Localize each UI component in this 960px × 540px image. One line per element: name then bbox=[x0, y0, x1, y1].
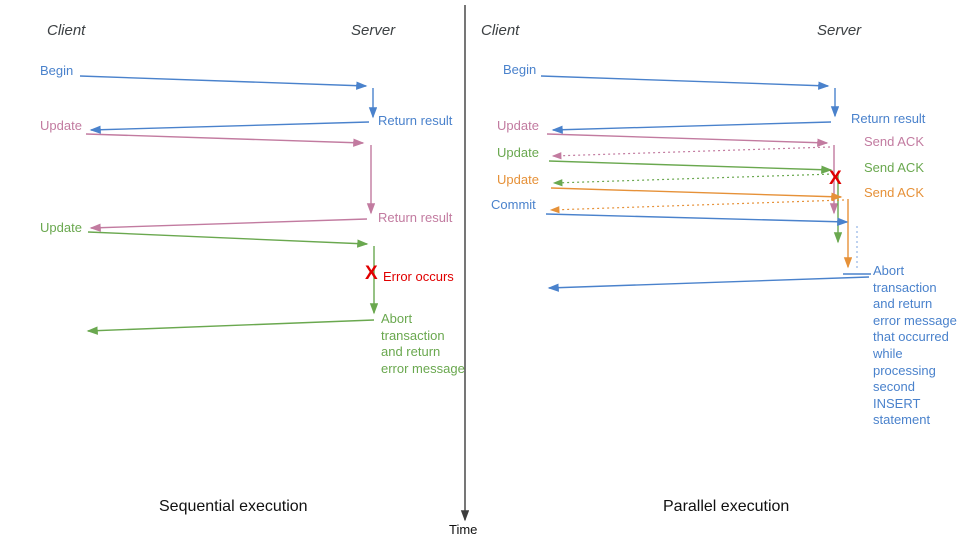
left-update-1-label: Update bbox=[40, 118, 82, 133]
right-server-header: Server bbox=[817, 22, 862, 39]
left-abort-return-arrow bbox=[86, 319, 375, 335]
right-return-result-label: Return result bbox=[851, 111, 926, 126]
left-abort-text: Abort transaction and return error messa… bbox=[381, 311, 465, 376]
right-commit-request-arrow bbox=[545, 213, 849, 226]
left-update1-return-arrow bbox=[89, 218, 368, 232]
right-abort-return-arrow bbox=[547, 276, 870, 292]
left-begin-label: Begin bbox=[40, 63, 74, 78]
right-commit-label: Commit bbox=[491, 197, 536, 212]
right-send-ack-3-label: Send ACK bbox=[864, 185, 924, 200]
right-begin-label: Begin bbox=[503, 62, 537, 77]
right-update1-request-arrow bbox=[546, 133, 829, 147]
left-update-2-label: Update bbox=[40, 220, 82, 235]
right-caption: Parallel execution bbox=[663, 498, 790, 515]
left-begin-request-arrow bbox=[79, 75, 368, 90]
left-client-header: Client bbox=[47, 22, 86, 39]
left-update1-request-arrow bbox=[85, 133, 365, 147]
right-abort-text: Abort transaction and return error messa… bbox=[873, 263, 957, 428]
right-begin-request-arrow bbox=[540, 75, 830, 90]
left-return-result-2-label: Return result bbox=[378, 210, 453, 225]
right-update2-request-arrow bbox=[548, 160, 833, 174]
left-caption: Sequential execution bbox=[159, 498, 308, 515]
right-update-1-label: Update bbox=[497, 118, 539, 133]
right-ack3-dashed-arrow bbox=[549, 199, 845, 214]
right-ack2-dashed-arrow bbox=[552, 173, 835, 187]
right-update-3-label: Update bbox=[497, 172, 539, 187]
right-send-ack-2-label: Send ACK bbox=[864, 160, 924, 175]
left-update2-request-arrow bbox=[87, 231, 369, 248]
right-update3-request-arrow bbox=[550, 187, 843, 201]
right-send-ack-1-label: Send ACK bbox=[864, 134, 924, 149]
right-ack1-dashed-arrow bbox=[551, 146, 831, 160]
right-error-x-icon: X bbox=[829, 168, 842, 189]
left-error-occurs-label: Error occurs bbox=[383, 269, 454, 284]
right-client-header: Client bbox=[481, 22, 520, 39]
left-server-header: Server bbox=[351, 22, 396, 39]
right-update-2-label: Update bbox=[497, 145, 539, 160]
time-axis-label: Time bbox=[449, 522, 478, 537]
left-error-x-icon: X bbox=[365, 263, 378, 284]
left-return-result-1-label: Return result bbox=[378, 113, 453, 128]
right-begin-return-arrow bbox=[551, 121, 832, 134]
left-begin-return-arrow bbox=[89, 121, 370, 134]
